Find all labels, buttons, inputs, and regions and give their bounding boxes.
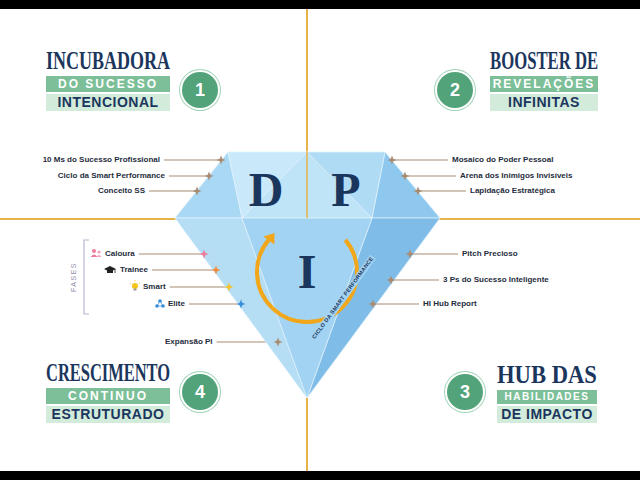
leader-star <box>205 172 214 181</box>
leader-star <box>200 250 209 259</box>
diamond-letter: I <box>298 248 317 296</box>
item-label: 3 Ps do Sucesso Inteligente <box>443 275 549 285</box>
diamond-letter: P <box>331 166 360 214</box>
leader-star <box>414 187 423 196</box>
item-label: Pitch Precioso <box>462 249 518 259</box>
diamond-facet <box>175 218 440 398</box>
trainee-icon <box>104 266 116 273</box>
heading-line: INTENCIONAL <box>46 94 170 111</box>
leader-star <box>212 266 221 275</box>
heading-line: DE IMPACTO <box>497 406 597 423</box>
item-label: HI Hub Report <box>423 299 477 309</box>
leader-line <box>164 160 221 161</box>
heading-line: DO SUCESSO <box>46 76 170 92</box>
item-label: Lapidação Estratégica <box>470 186 555 196</box>
group-label: FASES <box>69 262 78 292</box>
callout-number: 1 <box>195 81 205 99</box>
heading-line: BOOSTER DE <box>490 48 598 74</box>
callout-number: 2 <box>450 81 460 99</box>
leader-line <box>405 176 456 177</box>
heading-line: INCUBADORA <box>46 48 170 74</box>
item-label: Smart <box>143 282 166 292</box>
leader-line <box>373 304 419 305</box>
leader-line <box>391 280 439 281</box>
leader-line <box>418 191 466 192</box>
callout-number: 4 <box>195 383 205 401</box>
cycle-arrow <box>257 240 357 322</box>
quadrant-heading: CRESCIMENTO CONTINUO ESTRUTURADO 4 <box>40 356 240 428</box>
quadrant-heading: INCUBADORA DO SUCESSO INTENCIONAL 1 <box>40 44 240 124</box>
caloura-icon <box>91 249 102 257</box>
leader-star <box>369 300 378 309</box>
leader-star <box>193 187 202 196</box>
item-label: Conceito SS <box>98 186 145 196</box>
quadrant-heading: BOOSTER DE REVELAÇÕES INFINITAS 2 <box>430 44 635 124</box>
leader-line <box>392 160 448 161</box>
phase-bracket <box>84 240 89 314</box>
leader-line <box>152 270 216 271</box>
leader-star <box>388 156 397 165</box>
leader-star <box>225 283 234 292</box>
leader-star <box>406 250 415 259</box>
diamond-letter: D <box>249 166 284 214</box>
heading-line: ESTRUTURADO <box>46 406 170 423</box>
smart-icon <box>130 280 140 291</box>
quadrant-divider <box>306 152 308 218</box>
leader-star <box>217 156 226 165</box>
leader-line <box>169 176 209 177</box>
heading-line: INFINITAS <box>490 94 598 111</box>
top-bar <box>0 0 640 9</box>
item-label: Ciclo da Smart Performance <box>58 171 165 181</box>
bottom-bar <box>0 471 640 480</box>
heading-line: HUB DAS <box>497 362 597 388</box>
cycle-arrowhead <box>263 233 274 245</box>
diamond-facet <box>228 152 307 218</box>
leader-star <box>401 172 410 181</box>
leader-line <box>139 254 204 255</box>
item-label: Caloura <box>105 249 135 259</box>
item-label: 10 Ms do Sucesso Profissional <box>43 155 160 165</box>
diamond: DPICICLO DA SMART PERFORMANCE <box>175 150 441 400</box>
leader-line <box>189 304 241 305</box>
heading-line: CRESCIMENTO <box>46 360 170 386</box>
item-label: Mosaico do Poder Pessoal <box>452 155 553 165</box>
diamond-facet <box>175 152 440 218</box>
leader-star <box>387 276 396 285</box>
leader-line <box>170 287 229 288</box>
item-label: Arena dos Inimigos Invisíveis <box>460 171 572 181</box>
item-label: Trainee <box>120 265 148 275</box>
heading-line: REVELAÇÕES <box>490 76 598 92</box>
leader-line <box>149 191 197 192</box>
diamond-facet <box>242 218 372 398</box>
leader-line <box>410 254 458 255</box>
quadrant-heading: HUB DAS HABILIDADES DE IMPACTO 3 <box>438 356 635 428</box>
leader-star <box>274 338 283 347</box>
item-label: Elite <box>168 299 185 309</box>
item-label: Expansão PI <box>165 337 213 347</box>
callout-number: 3 <box>460 383 470 401</box>
elite-icon <box>155 299 165 308</box>
leader-star <box>237 300 246 309</box>
diamond-facet <box>307 152 385 218</box>
heading-line: CONTINUO <box>46 388 170 404</box>
heading-line: HABILIDADES <box>497 390 597 404</box>
